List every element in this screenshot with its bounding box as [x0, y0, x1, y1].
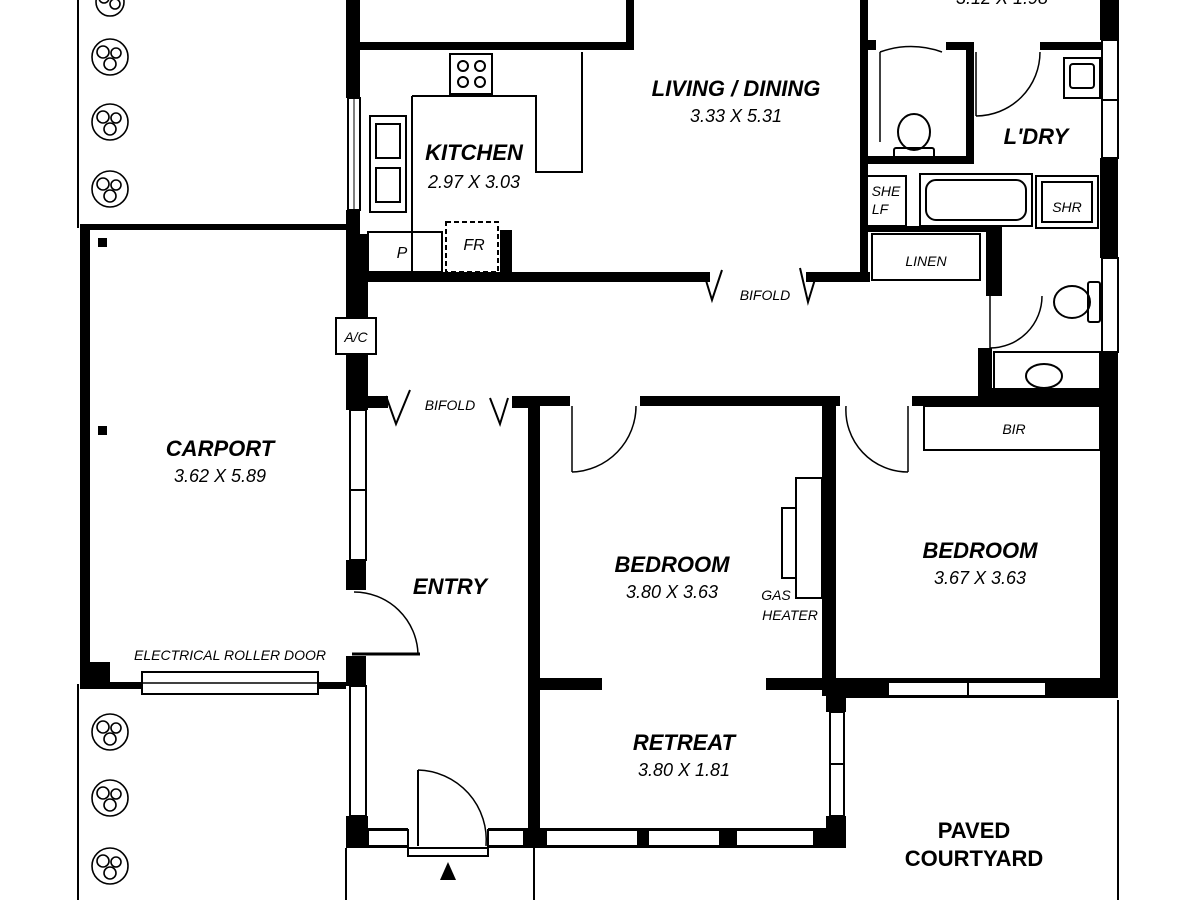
toilet-icon — [893, 113, 935, 159]
plant-icon — [91, 38, 129, 76]
kitchen-label: KITCHEN — [425, 140, 524, 165]
walls — [346, 0, 1118, 848]
bedroom-1-dims: 3.80 X 3.63 — [626, 582, 718, 602]
garden-plants — [91, 0, 129, 885]
doors — [352, 45, 1043, 857]
pantry-label: P — [397, 245, 408, 262]
windows — [347, 39, 1119, 847]
bath-icon — [919, 173, 1033, 227]
courtyard-label-1: PAVED — [938, 818, 1011, 843]
living-dining-dims: 3.33 X 5.31 — [690, 106, 782, 126]
retreat-label: RETREAT — [633, 730, 737, 755]
kitchen-dims: 2.97 X 3.03 — [427, 172, 520, 192]
living-dining-label: LIVING / DINING — [652, 76, 821, 101]
bedroom-2-dims: 3.67 X 3.63 — [934, 568, 1026, 588]
linen-label: LINEN — [905, 253, 947, 269]
bifold-label-upper: BIFOLD — [740, 287, 791, 303]
plant-icon — [95, 0, 125, 17]
carport-outline — [80, 224, 350, 695]
laundry-label: L'DRY — [1004, 124, 1071, 149]
basin-icon — [993, 351, 1101, 391]
ac-label: A/C — [343, 329, 368, 345]
linen-cupboard — [871, 233, 981, 281]
roller-door-label: ELECTRICAL ROLLER DOOR — [134, 647, 326, 663]
toilet-icon — [1053, 281, 1101, 323]
gas-heater — [795, 477, 823, 599]
plant-icon — [91, 170, 129, 208]
cooktop-icon — [449, 53, 493, 95]
pantry — [367, 231, 443, 273]
plant-icon — [91, 103, 129, 141]
retreat-dims: 3.80 X 1.81 — [638, 760, 730, 780]
bir-label: BIR — [1002, 421, 1025, 437]
entry-arrow-icon — [440, 862, 456, 880]
shelf-label-1: SHE — [872, 183, 901, 199]
entry-label: ENTRY — [413, 574, 489, 599]
built-in-robe — [923, 405, 1101, 451]
wet-area-fixtures — [335, 57, 1101, 599]
plant-icon — [91, 713, 129, 751]
bedroom-1-label: BEDROOM — [615, 552, 731, 577]
fridge — [445, 221, 499, 273]
shelf-label-2: LF — [872, 201, 890, 217]
carport-label: CARPORT — [166, 436, 276, 461]
ac-unit — [335, 317, 377, 355]
gas-heater-label-2: HEATER — [762, 607, 818, 623]
sink-icon — [369, 115, 407, 213]
bifold-label-lower: BIFOLD — [425, 397, 476, 413]
plant-icon — [91, 779, 129, 817]
carport-dims: 3.62 X 5.89 — [174, 466, 266, 486]
shelf — [865, 175, 907, 227]
courtyard-label-2: COURTYARD — [905, 846, 1044, 871]
kitchen-fixtures — [367, 52, 583, 273]
gas-heater-label-1: GAS — [761, 587, 791, 603]
plant-icon — [91, 847, 129, 885]
top-room-dims: 3.12 X 1.98 — [956, 0, 1048, 8]
shower-icon — [1035, 175, 1099, 229]
bifold-marks — [385, 267, 817, 428]
fridge-label: FR — [463, 237, 485, 254]
bedroom-2-label: BEDROOM — [923, 538, 1039, 563]
shower-label: SHR — [1052, 199, 1082, 215]
laundry-tub-icon — [1063, 57, 1101, 99]
